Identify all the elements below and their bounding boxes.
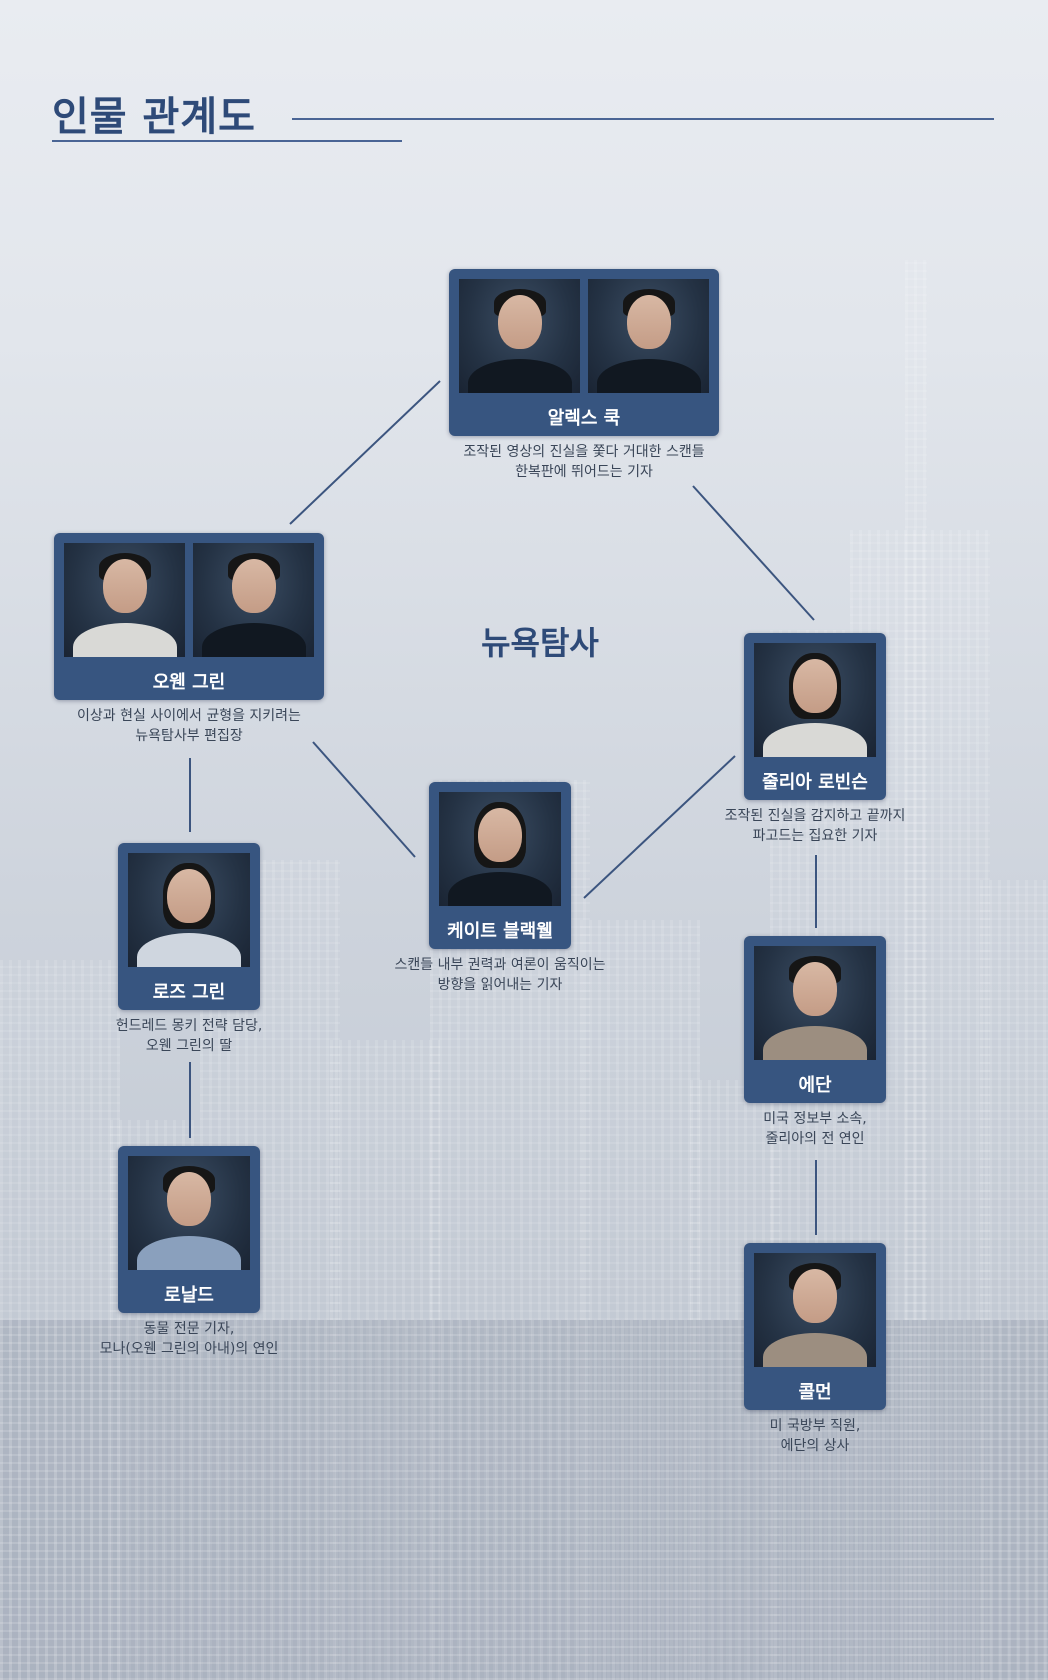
line-owen-kate bbox=[312, 741, 416, 858]
portrait-photo bbox=[64, 543, 185, 657]
title-rule bbox=[292, 118, 994, 120]
card-ronald[interactable]: 로날드 bbox=[118, 1146, 260, 1313]
line-alex-owen bbox=[289, 380, 441, 525]
character-name: 케이트 블랙웰 bbox=[447, 921, 553, 942]
card-kate-blackwell[interactable]: 케이트 블랙웰 bbox=[429, 782, 571, 949]
card-julia-robinson[interactable]: 줄리아 로빈슨 bbox=[744, 633, 886, 800]
card-ethan[interactable]: 에단 bbox=[744, 936, 886, 1103]
character-name: 줄리아 로빈슨 bbox=[762, 772, 868, 793]
character-name: 에단 bbox=[798, 1075, 832, 1096]
page-title: 인물 관계도 bbox=[52, 94, 256, 140]
character-desc: 미국 정보부 소속,줄리아의 전 연인 bbox=[763, 1111, 867, 1147]
card-colman[interactable]: 콜먼 bbox=[744, 1243, 886, 1410]
portrait-photo bbox=[754, 946, 876, 1060]
character-name: 오웬 그린 bbox=[152, 672, 226, 693]
title-underline bbox=[52, 140, 402, 142]
portrait-photo bbox=[459, 279, 580, 393]
character-name: 알렉스 쿡 bbox=[547, 408, 621, 429]
line-julia-kate bbox=[583, 755, 736, 899]
character-desc: 동물 전문 기자,모나(오웬 그린의 아내)의 연인 bbox=[99, 1321, 279, 1357]
portrait-photo bbox=[193, 543, 314, 657]
character-name: 콜먼 bbox=[798, 1382, 832, 1403]
card-alex-cook[interactable]: 알렉스 쿡 bbox=[449, 269, 719, 436]
character-desc: 헌드레드 몽키 전략 담당,오웬 그린의 딸 bbox=[115, 1018, 263, 1054]
portrait-photo bbox=[588, 279, 709, 393]
portrait-photo bbox=[128, 853, 250, 967]
portrait-photo bbox=[439, 792, 561, 906]
character-desc: 미 국방부 직원,에단의 상사 bbox=[769, 1418, 861, 1454]
portrait-photo bbox=[754, 643, 876, 757]
character-name: 로즈 그린 bbox=[152, 982, 226, 1003]
character-name: 로날드 bbox=[164, 1285, 214, 1306]
portrait-photo bbox=[128, 1156, 250, 1270]
card-owen-green[interactable]: 오웬 그린 bbox=[54, 533, 324, 700]
card-rose-green[interactable]: 로즈 그린 bbox=[118, 843, 260, 1010]
group-label: 뉴욕탐사 bbox=[481, 624, 599, 662]
portrait-photo bbox=[754, 1253, 876, 1367]
line-alex-julia bbox=[692, 485, 815, 621]
